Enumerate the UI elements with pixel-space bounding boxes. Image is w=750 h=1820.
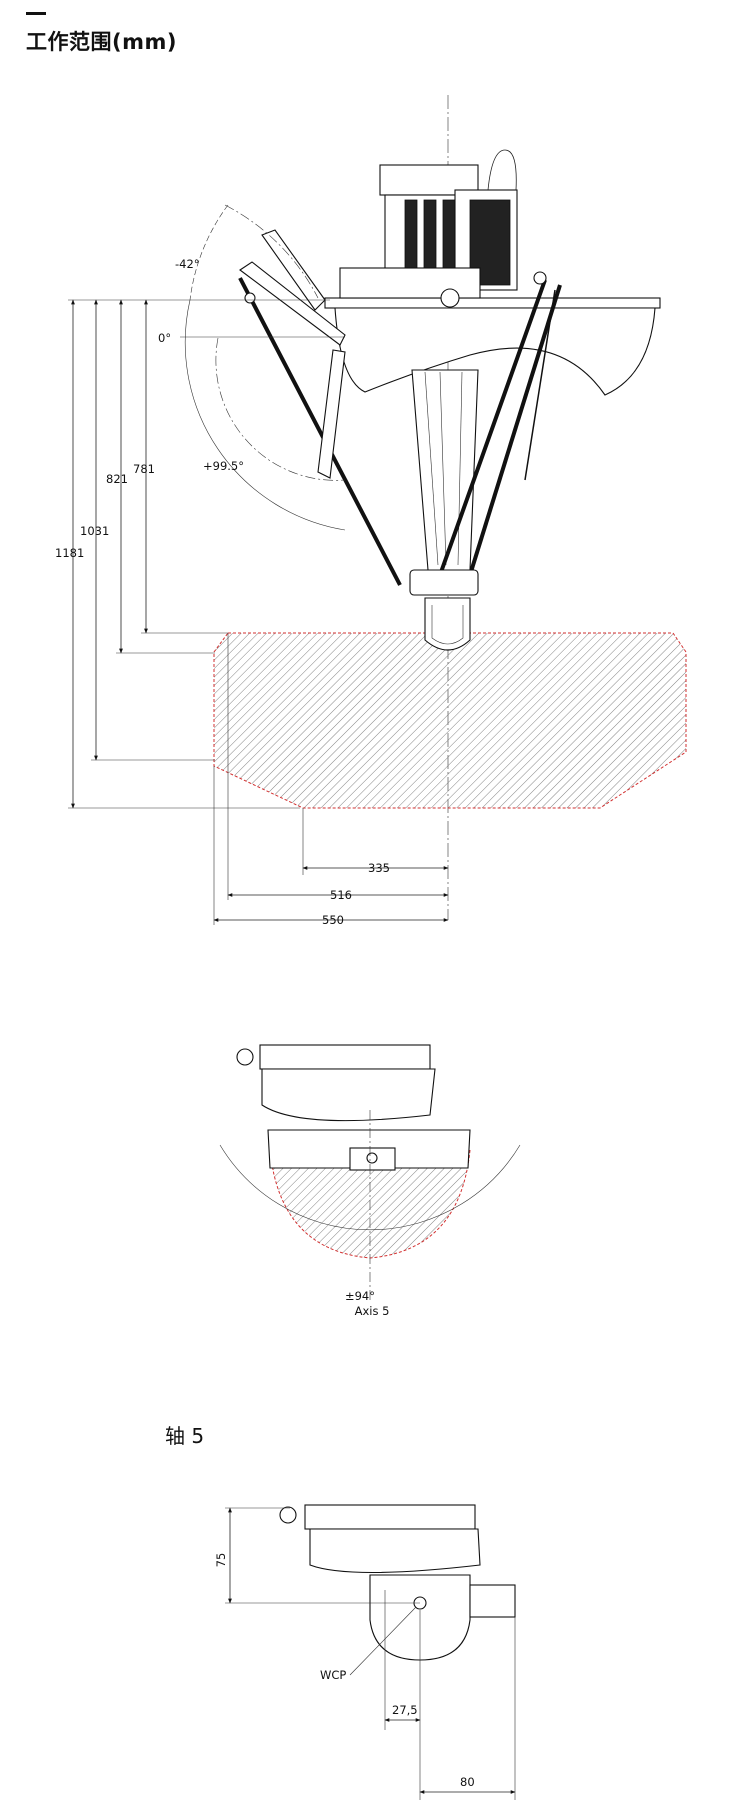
rotation-arc: [184, 299, 346, 531]
dim-550: 550: [322, 913, 344, 927]
main-side-view: -42° 0° +99.5° 1181 1031 821 781 335: [55, 95, 687, 927]
page-title: 工作范围(mm): [26, 30, 177, 54]
right-arm-rod-2: [468, 284, 562, 576]
dim-80: 80: [460, 1775, 475, 1789]
wrist-housing: [261, 1068, 436, 1122]
dim-781: 781: [133, 462, 155, 476]
center-hub: [440, 288, 460, 308]
wrist-ball: [236, 1048, 254, 1066]
work-envelope-hatch: [213, 632, 687, 809]
wrist-cap: [259, 1044, 431, 1070]
motor-fin-3: [442, 199, 456, 271]
side-wrist-ball: [279, 1506, 297, 1524]
right-arm-rod-1: [438, 279, 547, 576]
dim-1031: 1031: [80, 524, 109, 538]
dim-335: 335: [368, 861, 390, 875]
tool-flange: [424, 597, 471, 651]
angle-zero-label: 0°: [158, 331, 171, 345]
moving-platform: [409, 569, 479, 596]
axis5-name-label: Axis 5: [355, 1304, 390, 1318]
title-accent-bar: [26, 12, 46, 15]
side-tool-arm: [469, 1584, 516, 1618]
dim-27-5: 27,5: [392, 1703, 418, 1717]
vertical-dimensions: 1181 1031 821 781: [55, 299, 300, 809]
axis5-rotation-arc: [219, 1144, 521, 1231]
motor-fin-1: [404, 199, 418, 271]
robot-base-plate: [324, 297, 661, 309]
left-arm-rod: [238, 277, 402, 586]
axis5-side-view: 75 WCP 27,5 80: [214, 1504, 516, 1800]
robot-base-skirt: [334, 307, 656, 396]
angle-plus99-label: +99.5°: [203, 459, 244, 473]
dim-516: 516: [330, 888, 352, 902]
wcp-label: WCP: [320, 1668, 346, 1682]
angle-minus42-label: -42°: [175, 257, 200, 271]
gearbox: [339, 267, 481, 299]
side-wrist-cap: [304, 1504, 476, 1530]
axis5-angle-label: ±94°: [345, 1289, 375, 1303]
upper-arm-99: [317, 349, 346, 479]
axis5-heading: 轴 5: [165, 1424, 205, 1448]
cable-loop: [487, 149, 517, 191]
dim-75: 75: [214, 1553, 228, 1568]
axis5-top-view: ±94° Axis 5: [219, 1044, 521, 1318]
side-wrist-housing: [309, 1528, 481, 1574]
dim-821: 821: [106, 472, 128, 486]
motor-fin-2: [423, 199, 437, 271]
upper-arm-0: [239, 261, 346, 346]
dim-1181: 1181: [55, 546, 84, 560]
horizontal-dimensions: 335 516 550: [213, 633, 449, 927]
